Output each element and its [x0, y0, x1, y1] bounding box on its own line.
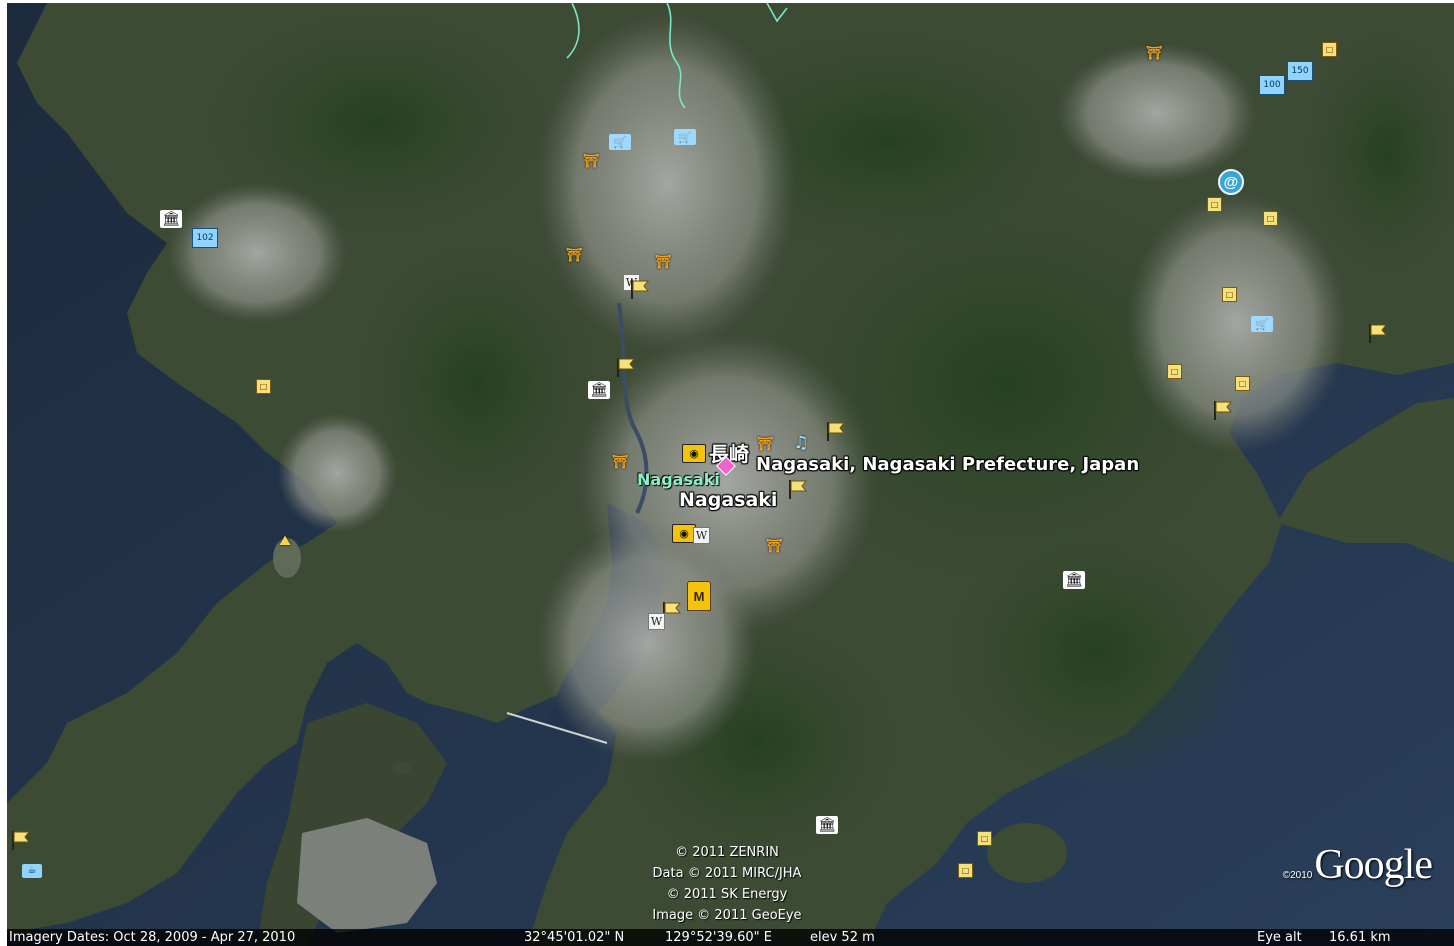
shrine-icon[interactable]: ⛩: [565, 246, 583, 262]
google-logo: ©2010 Google: [1282, 841, 1433, 889]
flag-icon[interactable]: [10, 829, 32, 851]
tag-icon[interactable]: □: [256, 379, 271, 394]
flag-icon[interactable]: [1367, 322, 1389, 344]
route-sign-icon[interactable]: 150: [1287, 61, 1313, 81]
flag-icon[interactable]: [661, 600, 683, 622]
shopping-cart-icon[interactable]: 🛒: [609, 134, 631, 150]
route-sign-icon[interactable]: 102: [192, 228, 218, 248]
islet: [987, 823, 1067, 883]
wikipedia-icon[interactable]: W: [648, 613, 665, 630]
imagery-dates: Imagery Dates: Oct 28, 2009 - Apr 27, 20…: [9, 930, 296, 945]
urban-area: [1057, 43, 1257, 183]
music-note-icon[interactable]: ♫: [793, 432, 809, 453]
tag-icon[interactable]: □: [1322, 42, 1337, 57]
urban-area: [537, 523, 757, 763]
logo-wordmark: Google: [1314, 842, 1433, 888]
shrine-icon[interactable]: ⛩: [765, 537, 783, 553]
boundary-line: [766, 3, 788, 23]
forest-area: [767, 183, 1247, 583]
shrine-icon[interactable]: ⛩: [582, 152, 600, 168]
flag-icon[interactable]: [615, 356, 637, 378]
logo-year: ©2010: [1282, 870, 1313, 881]
coffee-cup-icon[interactable]: ☕: [22, 864, 42, 878]
route-sign-icon[interactable]: 100: [1259, 75, 1285, 95]
islet: [393, 761, 411, 775]
boundary-line: [666, 3, 686, 109]
shrine-icon[interactable]: ⛩: [611, 453, 629, 469]
status-bar: Imagery Dates: Oct 28, 2009 - Apr 27, 20…: [7, 929, 1454, 946]
at-sign-icon[interactable]: @: [1218, 169, 1244, 195]
map-viewport[interactable]: ⛩ □ 150 100 🛒 🛒 ⛩ 🏛 102 @ □ □ ⛩ ⛩ W □ 🛒 …: [7, 3, 1454, 946]
urban-area: [277, 413, 397, 533]
forest-area: [1307, 33, 1454, 273]
flag-icon[interactable]: [787, 478, 809, 500]
islet: [231, 688, 243, 708]
forest-area: [357, 243, 597, 523]
flag-icon[interactable]: [629, 278, 651, 300]
museum-icon[interactable]: 🏛: [588, 381, 610, 399]
tag-icon[interactable]: □: [1207, 197, 1222, 212]
forest-area: [947, 523, 1247, 783]
tag-icon[interactable]: □: [1222, 287, 1237, 302]
museum-icon[interactable]: 🏛: [1063, 571, 1085, 589]
eye-alt-value: 16.61 km: [1329, 930, 1391, 945]
eastern-land: [1277, 398, 1454, 563]
wikipedia-icon[interactable]: W: [693, 527, 710, 544]
station-icon[interactable]: M: [687, 581, 711, 611]
eye-alt-label: Eye alt: [1257, 930, 1302, 945]
elevation-readout: elev 52 m: [810, 930, 875, 945]
shopping-cart-icon[interactable]: 🛒: [1251, 316, 1273, 332]
urban-area: [537, 13, 797, 353]
copyright-attribution: © 2011 ZENRIN Data © 2011 MIRC/JHA © 201…: [577, 842, 877, 926]
forest-area: [207, 13, 547, 233]
flag-icon[interactable]: [825, 420, 847, 442]
tag-icon[interactable]: □: [958, 863, 973, 878]
river: [617, 302, 649, 514]
longitude-readout: 129°52'39.60" E: [665, 930, 772, 945]
tag-icon[interactable]: □: [1167, 364, 1182, 379]
shrine-icon[interactable]: ⛩: [1145, 44, 1163, 60]
tag-icon[interactable]: □: [977, 831, 992, 846]
flag-icon[interactable]: [1212, 399, 1234, 421]
shrine-icon[interactable]: ⛩: [756, 435, 774, 451]
city-label-green[interactable]: Nagasaki: [637, 470, 720, 489]
islet: [273, 538, 301, 578]
tag-icon[interactable]: □: [1235, 376, 1250, 391]
search-result-label[interactable]: Nagasaki, Nagasaki Prefecture, Japan: [756, 454, 1140, 475]
attribution-line: Data © 2011 MIRC/JHA: [652, 866, 802, 881]
temple-icon[interactable]: ⛰: [279, 533, 291, 549]
attribution-line: © 2011 SK Energy: [666, 887, 788, 902]
urban-area: [167, 183, 347, 323]
urban-area: [1127, 193, 1347, 453]
attribution-line: © 2011 ZENRIN: [675, 845, 779, 860]
satellite-imagery[interactable]: [7, 3, 1454, 946]
latitude-readout: 32°45'01.02" N: [524, 930, 625, 945]
camera-icon[interactable]: ◉: [682, 444, 706, 463]
attribution-line: Image © 2011 GeoEye: [652, 908, 802, 923]
city-label[interactable]: Nagasaki: [679, 489, 778, 511]
museum-icon[interactable]: 🏛: [816, 816, 838, 834]
shopping-cart-icon[interactable]: 🛒: [674, 129, 696, 145]
shrine-icon[interactable]: ⛩: [654, 253, 672, 269]
industrial-island: [297, 818, 437, 933]
bridge: [506, 712, 608, 744]
tag-icon[interactable]: □: [1263, 211, 1278, 226]
museum-icon[interactable]: 🏛: [160, 210, 182, 228]
boundary-line: [566, 3, 580, 59]
